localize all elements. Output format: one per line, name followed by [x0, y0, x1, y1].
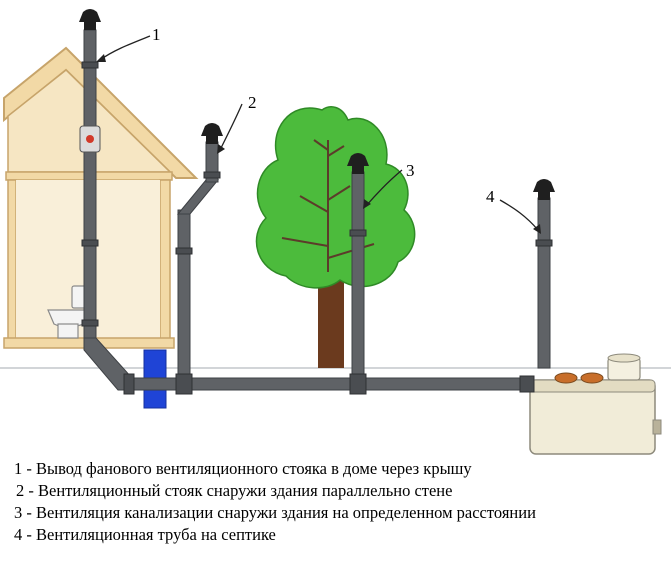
callout-4: 4	[486, 187, 495, 206]
pipe-network	[79, 29, 553, 395]
riser-4	[537, 197, 551, 369]
legend-item-1: 1 - Вывод фанового вентиляционного стояк…	[14, 459, 472, 478]
ventilation-cap-icon	[79, 9, 555, 200]
callout-2: 2	[248, 93, 257, 112]
check-valve-icon	[79, 125, 101, 153]
septic-tank-icon	[529, 353, 662, 455]
legend-item-3: 3 - Вентиляция канализации снаружи здани…	[14, 503, 536, 522]
legend: 1 - Вывод фанового вентиляционного стояк…	[14, 458, 664, 546]
callout-1: 1	[152, 25, 161, 44]
house-wall-right	[159, 179, 171, 341]
tree-icon	[255, 106, 416, 368]
house-wall-left	[7, 179, 17, 341]
riser-2-lower	[177, 209, 191, 383]
legend-item-4: 4 - Вентиляционная труба на септике	[14, 525, 276, 544]
legend-item-2: 2 - Вентиляционный стояк снаружи здания …	[16, 481, 453, 500]
callout-arrowheads	[96, 54, 541, 234]
callout-3: 3	[406, 161, 415, 180]
riser-3	[351, 171, 365, 383]
toilet-icon	[47, 285, 87, 339]
riser-1	[83, 29, 97, 341]
riser-2-offset	[176, 179, 220, 215]
callout-leaders	[99, 35, 539, 231]
house	[3, 46, 199, 349]
tree-crown	[255, 106, 416, 289]
